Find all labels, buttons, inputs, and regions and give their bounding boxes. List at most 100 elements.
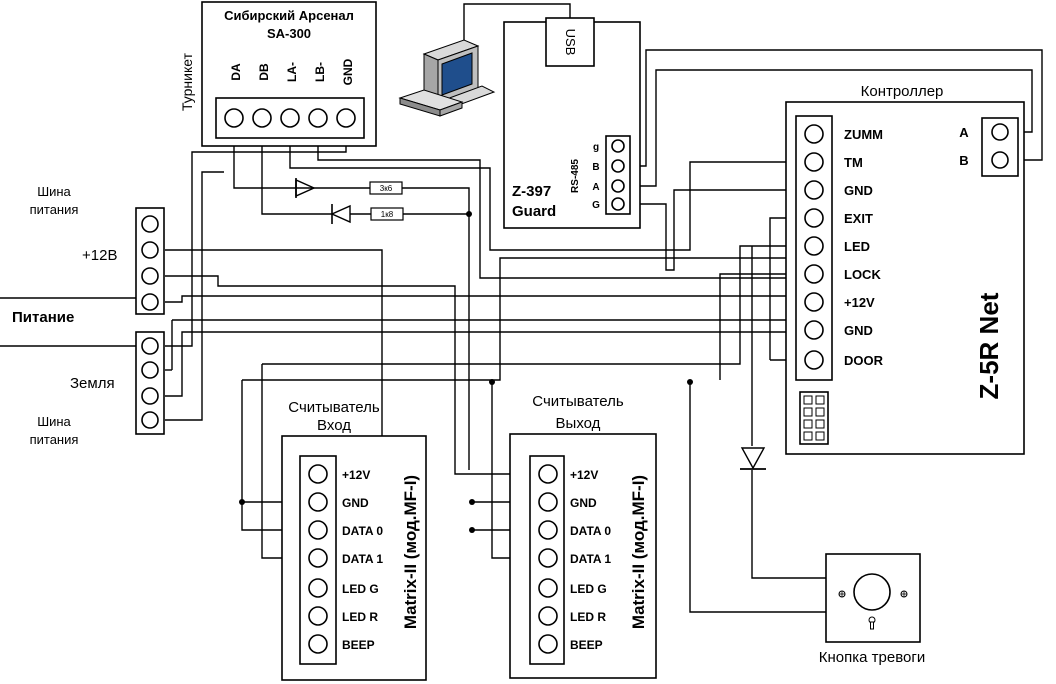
- reader-out-terminal: [538, 606, 558, 626]
- controller-terminal: [804, 320, 824, 340]
- converter-pin-label: B: [592, 162, 599, 173]
- reader-out-pin-label: LED R: [570, 610, 606, 624]
- controller-bus-terminal: [991, 151, 1009, 169]
- reader-out-terminal: [538, 578, 558, 598]
- reader-out-pin-label: BEEP: [570, 638, 603, 652]
- turnstile-block: Сибирский Арсенал SA-300 Турникет DA DB …: [179, 1, 377, 147]
- reader-in-pin-label: GND: [342, 496, 369, 510]
- reader-in-pin-label: LED G: [342, 582, 379, 596]
- usb-label: USB: [563, 29, 578, 56]
- resistor-label: 1к8: [381, 210, 394, 219]
- reader-out-model: Matrix-II (мод.MF-I): [629, 475, 648, 629]
- reader-in-terminal: [308, 492, 328, 512]
- alarm-button: Кнопка тревоги: [819, 553, 925, 666]
- reader-out-terminal: [538, 492, 558, 512]
- turnstile-title-line1: Сибирский Арсенал: [224, 8, 354, 23]
- controller-terminal: [804, 124, 824, 144]
- resistor-icon: [370, 207, 404, 221]
- keyhole-icon: [868, 616, 876, 630]
- computer-icon: [398, 39, 496, 117]
- rs485-label: RS-485: [570, 159, 581, 193]
- resistor-label: 3к6: [380, 184, 393, 193]
- reader-out-title-line2: Выход: [556, 415, 601, 432]
- controller-terminal: [804, 264, 824, 284]
- controller-terminal: [804, 180, 824, 200]
- turnstile-pin-label: LB-: [313, 62, 327, 82]
- controller-terminal: [804, 152, 824, 172]
- junction-dots: [239, 211, 693, 533]
- turnstile-terminal: [252, 108, 272, 128]
- reader-out-title-line1: Считыватель: [532, 393, 624, 410]
- reader-out-pin-label: GND: [570, 496, 597, 510]
- reader-out-pin-label: DATA 1: [570, 552, 611, 566]
- converter-terminal: [611, 197, 625, 211]
- controller-pin-label: TM: [844, 155, 863, 170]
- turnstile-pin-label: DA: [229, 63, 243, 81]
- reader-in-pin-label: DATA 0: [342, 524, 383, 538]
- reader-in-pin-label: LED R: [342, 610, 378, 624]
- power-section: Шина питания +12В Питание Земля Шина пит…: [12, 184, 165, 447]
- controller-block: Контроллер Z-5R Net ZUMM TM GND EXIT LED…: [785, 83, 1025, 455]
- converter-pin-label: G: [592, 200, 600, 211]
- bus-terminal: [141, 215, 159, 233]
- exit-diode-icon: [740, 447, 766, 470]
- bus-terminal: [141, 267, 159, 285]
- controller-pin-label: ZUMM: [844, 127, 883, 142]
- bus-bottom-label-line1: Шина: [37, 414, 71, 429]
- reader-in-terminal: [308, 634, 328, 654]
- reader-in-title-line2: Вход: [317, 417, 351, 434]
- reader-in-pin-label: +12V: [342, 468, 370, 482]
- turnstile-title-line2: SA-300: [267, 26, 311, 41]
- converter-terminal: [611, 159, 625, 173]
- controller-terminal: [804, 292, 824, 312]
- controller-pin-label: +12V: [844, 295, 875, 310]
- reader-out-block: Считыватель Выход Matrix-II (мод.MF-I) +…: [509, 393, 657, 679]
- converter-terminal: [611, 179, 625, 193]
- bus-terminal: [141, 337, 159, 355]
- turnstile-terminal: [308, 108, 328, 128]
- reader-out-pin-label: +12V: [570, 468, 598, 482]
- bus-bottom-label-line2: питания: [30, 432, 79, 447]
- diode-icon: [295, 178, 370, 198]
- diodes-resistors: 3к6 1к8: [295, 178, 404, 224]
- reader-in-terminal: [308, 520, 328, 540]
- turnstile-pin-label: GND: [341, 58, 355, 85]
- controller-pin-label: LOCK: [844, 267, 881, 282]
- controller-pin-label: GND: [844, 323, 873, 338]
- reader-out-pin-label: LED G: [570, 582, 607, 596]
- converter-terminal: [611, 139, 625, 153]
- reader-in-terminal: [308, 464, 328, 484]
- bus-terminal: [141, 241, 159, 259]
- controller-terminal: [804, 350, 824, 370]
- controller-pin-label: EXIT: [844, 211, 873, 226]
- bus-top-label-line1: Шина: [37, 184, 71, 199]
- diode-icon: [330, 204, 371, 224]
- reader-in-terminal: [308, 548, 328, 568]
- controller-terminal: [804, 208, 824, 228]
- reader-in-block: Считыватель Вход Matrix-II (мод.MF-I) +1…: [281, 399, 427, 681]
- jumper-block: [799, 391, 829, 445]
- converter-pin-label: A: [592, 182, 599, 193]
- converter-name-line1: Z-397: [512, 183, 551, 200]
- reader-out-terminal: [538, 464, 558, 484]
- turnstile-pin-label: LA-: [285, 62, 299, 82]
- reader-in-terminal: [308, 578, 328, 598]
- turnstile-terminal: [336, 108, 356, 128]
- converter-block: USB Z-397 Guard RS-485 g B A G: [503, 17, 641, 229]
- controller-model: Z-5R Net: [974, 292, 1004, 399]
- controller-title: Контроллер: [861, 83, 944, 100]
- turnstile-pin-label: DB: [257, 63, 271, 81]
- turnstile-terminal: [280, 108, 300, 128]
- controller-bus-pin-label: A: [959, 125, 969, 140]
- reader-out-terminal: [538, 520, 558, 540]
- plus-label: +12В: [82, 247, 117, 264]
- controller-pin-label: LED: [844, 239, 870, 254]
- reader-in-pin-label: BEEP: [342, 638, 375, 652]
- converter-name-line2: Guard: [512, 203, 556, 220]
- reader-out-terminal: [538, 634, 558, 654]
- bus-terminal: [141, 293, 159, 311]
- reader-out-terminal: [538, 548, 558, 568]
- bus-terminal: [141, 361, 159, 379]
- reader-in-model: Matrix-II (мод.MF-I): [401, 475, 420, 629]
